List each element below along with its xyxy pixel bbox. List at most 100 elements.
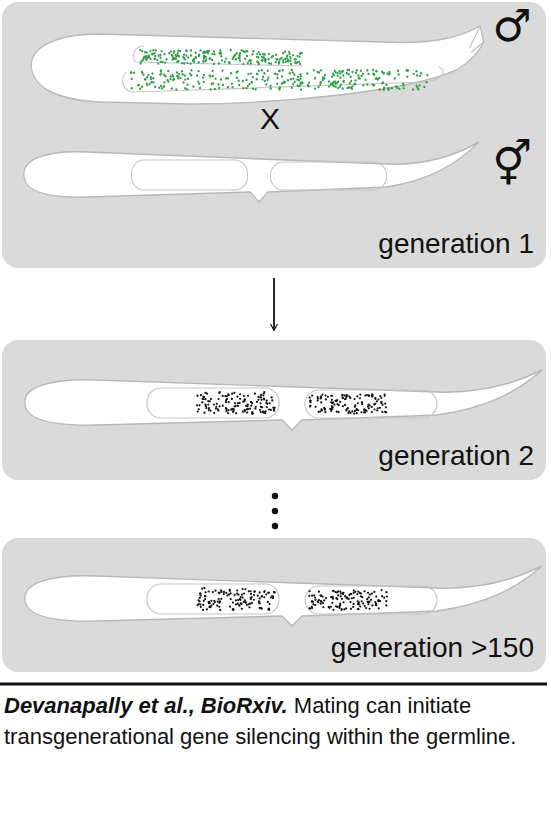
- green-dot: [173, 52, 175, 54]
- black-dot: [368, 395, 370, 397]
- green-dot: [255, 88, 257, 90]
- green-dot: [300, 78, 302, 80]
- green-dot: [398, 73, 400, 75]
- black-dot: [273, 410, 275, 412]
- green-dot: [256, 78, 258, 80]
- green-dot: [190, 69, 192, 71]
- green-dot: [262, 53, 264, 55]
- green-dot: [211, 59, 213, 61]
- green-dot: [150, 78, 152, 80]
- black-dot: [353, 597, 355, 599]
- black-dot: [266, 406, 268, 408]
- black-dot: [232, 608, 234, 610]
- black-dot: [324, 409, 326, 411]
- green-dot: [306, 72, 308, 74]
- black-dot: [385, 406, 387, 408]
- green-dot: [234, 54, 236, 56]
- black-dot: [309, 397, 311, 399]
- green-dot: [247, 73, 249, 75]
- green-dot: [251, 53, 253, 55]
- green-dot: [218, 62, 220, 64]
- black-dot: [311, 600, 313, 602]
- green-dot: [246, 55, 248, 57]
- black-dot: [262, 394, 264, 396]
- green-dot: [288, 51, 290, 53]
- green-dot: [175, 55, 177, 57]
- black-dot: [320, 603, 322, 605]
- green-dot: [244, 58, 246, 60]
- green-dot: [242, 50, 244, 52]
- green-dot: [276, 83, 278, 85]
- black-dot: [239, 393, 241, 395]
- black-dot: [345, 597, 347, 599]
- black-dot: [336, 399, 338, 401]
- black-dot: [227, 394, 229, 396]
- green-dot: [214, 88, 216, 90]
- black-dot: [212, 591, 214, 593]
- black-dot: [331, 602, 333, 604]
- green-dot: [308, 81, 310, 83]
- black-dot: [377, 407, 379, 409]
- black-dot: [383, 597, 385, 599]
- green-dot: [350, 80, 352, 82]
- black-dot: [374, 398, 376, 400]
- black-dot: [201, 401, 203, 403]
- green-dot: [238, 80, 240, 82]
- black-dot: [343, 608, 345, 610]
- green-dot: [227, 86, 229, 88]
- black-dot: [340, 592, 342, 594]
- black-dot: [229, 606, 231, 608]
- black-dot: [321, 409, 323, 411]
- green-dot: [385, 84, 387, 86]
- green-dot: [205, 59, 207, 61]
- green-dot: [289, 60, 291, 62]
- black-dot: [330, 401, 332, 403]
- green-dot: [221, 69, 223, 71]
- black-dot: [232, 411, 234, 413]
- green-dot: [203, 74, 205, 76]
- black-dot: [370, 599, 372, 601]
- black-dot: [259, 591, 261, 593]
- black-dot: [331, 406, 333, 408]
- green-dot: [130, 71, 132, 73]
- black-dot: [251, 602, 253, 604]
- black-dot: [271, 399, 273, 401]
- black-dot: [265, 402, 267, 404]
- black-dot: [337, 590, 339, 592]
- black-dot: [218, 405, 220, 407]
- green-dot: [261, 59, 263, 61]
- green-dot: [137, 84, 139, 86]
- green-dot: [148, 83, 150, 85]
- green-dot: [169, 78, 171, 80]
- green-dot: [342, 74, 344, 76]
- green-dot: [222, 84, 224, 86]
- green-dot: [175, 57, 177, 59]
- black-dot: [213, 412, 215, 414]
- generation-panel: generation 2: [2, 340, 546, 480]
- green-dot: [139, 49, 141, 51]
- black-dot: [371, 592, 373, 594]
- green-dot: [177, 77, 179, 79]
- green-dot: [232, 86, 234, 88]
- black-dot: [252, 412, 254, 414]
- black-dot: [242, 411, 244, 413]
- green-dot: [290, 63, 292, 65]
- green-dot: [238, 84, 240, 86]
- black-dot: [331, 395, 333, 397]
- green-dot: [294, 61, 296, 63]
- green-dot: [300, 82, 302, 84]
- green-dot: [261, 69, 263, 71]
- green-dot: [292, 77, 294, 79]
- green-dot: [228, 61, 230, 63]
- green-dot: [275, 54, 277, 56]
- green-dot: [276, 77, 278, 79]
- green-dot: [177, 60, 179, 62]
- green-dot: [324, 74, 326, 76]
- green-dot: [170, 75, 172, 77]
- green-dot: [177, 52, 179, 54]
- green-dot: [299, 63, 301, 65]
- green-dot: [258, 51, 260, 53]
- green-dot: [419, 84, 421, 86]
- black-dot: [263, 591, 265, 593]
- green-dot: [263, 53, 265, 55]
